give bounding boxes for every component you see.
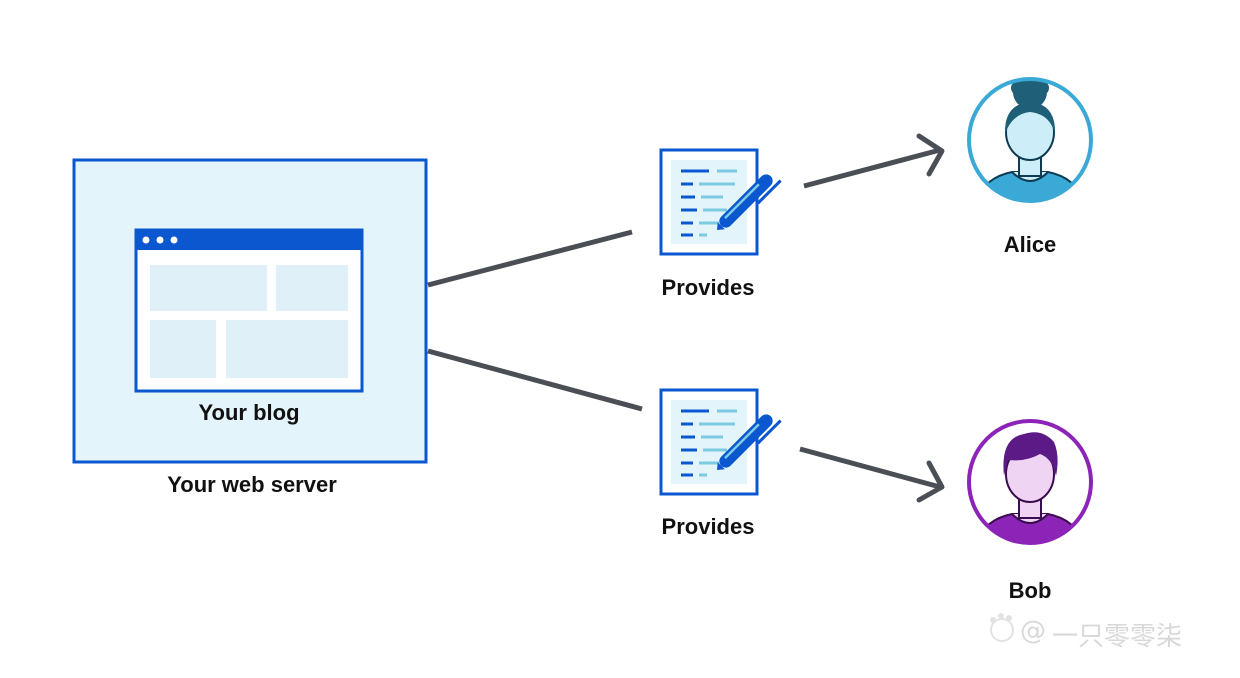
provides-label-bottom: Provides	[661, 514, 755, 539]
watermark-at-sign: @	[1020, 616, 1046, 646]
blog-window-icon	[134, 228, 364, 393]
arrow-to-bob	[799, 446, 941, 490]
watermark-logo-icon	[990, 613, 1014, 642]
blog-label: Your blog	[198, 400, 300, 425]
connector-server-to-doc-top	[427, 229, 633, 288]
connector-server-to-doc-bottom	[427, 348, 643, 412]
document-signed-icon	[659, 388, 782, 496]
arrow-to-alice	[803, 147, 941, 189]
arrowhead-alice-icon	[916, 133, 945, 177]
document-signed-icon	[659, 148, 782, 256]
bob-avatar-icon	[967, 419, 1093, 545]
arrowhead-bob-icon	[916, 460, 945, 503]
provides-label-top: Provides	[661, 275, 755, 300]
alice-name-label: Alice	[1003, 232, 1057, 257]
watermark-text: 一只零零柒	[1052, 622, 1183, 652]
alice-avatar-icon	[967, 77, 1093, 203]
web-server-label: Your web server	[167, 472, 337, 497]
bob-name-label: Bob	[1008, 578, 1052, 603]
